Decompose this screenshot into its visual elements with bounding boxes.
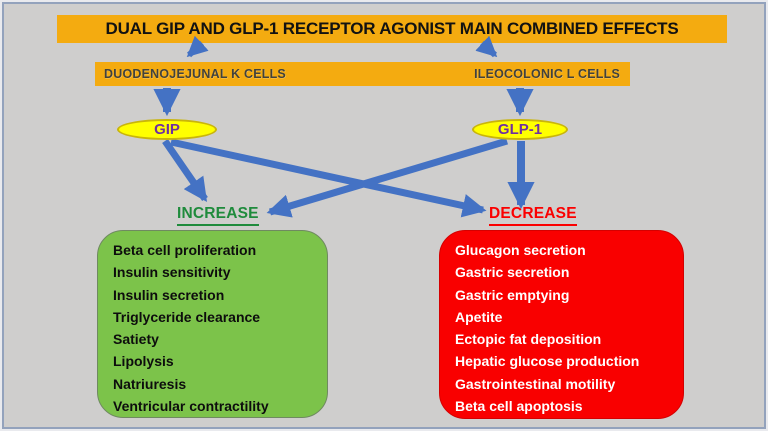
arrow-gip-to-increase: [162, 139, 208, 202]
increase-item: Beta cell proliferation: [113, 242, 257, 258]
decrease-item: Gastric secretion: [455, 264, 570, 281]
gip-ellipse: GIP: [117, 119, 217, 140]
cells-bar: DUODENOJEJUNAL K CELLS ILEOCOLONIC L CEL…: [95, 62, 630, 86]
decrease-item: Hepatic glucose production: [455, 353, 640, 370]
decrease-item: Gastrointestinal motility: [455, 375, 616, 392]
increase-item: Triglyceride clearance: [113, 308, 261, 325]
title-bar: DUAL GIP AND GLP-1 RECEPTOR AGONIST MAIN…: [57, 15, 727, 43]
increase-item: Lipolysis: [113, 353, 174, 370]
increase-effects-box: Beta cell proliferation Insulin sensitiv…: [97, 230, 328, 418]
arrow-glp1-to-increase: [266, 137, 509, 218]
decrease-item: Gastric emptying: [455, 286, 570, 303]
decrease-item: Apetite: [455, 308, 503, 325]
decrease-effects-box: Glucagon secretion Gastric secretion Gas…: [439, 230, 684, 419]
gip-label: GIP: [154, 121, 180, 138]
increase-item: Natriuresis: [113, 375, 187, 392]
decrease-heading: DECREASE: [489, 205, 577, 226]
k-cells-label: DUODENOJEJUNAL K CELLS: [104, 67, 286, 81]
arrow-title-to-lcells: [475, 35, 498, 58]
increase-heading: INCREASE: [177, 205, 259, 226]
increase-item: Insulin sensitivity: [113, 264, 231, 281]
arrow-title-to-kcells: [186, 35, 209, 58]
increase-item: Insulin secretion: [113, 286, 225, 303]
increase-item: Satiety: [113, 331, 159, 348]
increase-item: Ventricular contractility: [113, 398, 269, 415]
page-title: DUAL GIP AND GLP-1 RECEPTOR AGONIST MAIN…: [105, 19, 679, 38]
decrease-item: Beta cell apoptosis: [455, 398, 583, 415]
l-cells-label: ILEOCOLONIC L CELLS: [474, 67, 620, 81]
glp1-label: GLP-1: [497, 121, 543, 138]
glp1-ellipse: GLP-1: [472, 119, 568, 140]
decrease-item: Ectopic fat deposition: [455, 331, 602, 348]
decrease-item: Glucagon secretion: [455, 242, 586, 258]
arrow-gip-to-decrease: [170, 138, 487, 218]
